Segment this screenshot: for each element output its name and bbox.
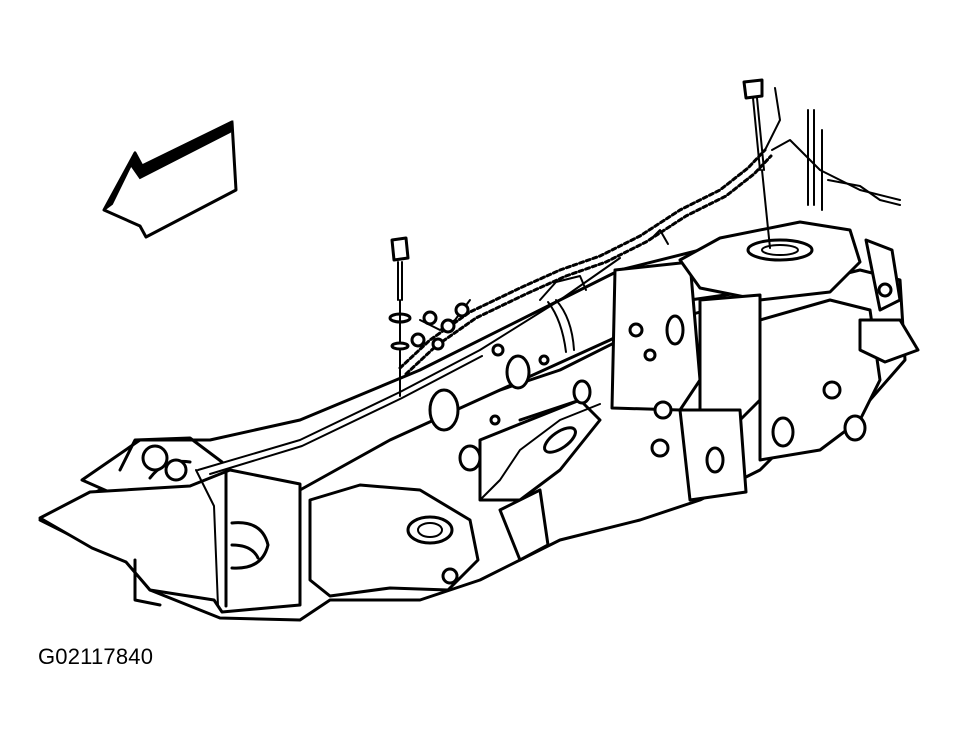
mounting-bolt-icon	[388, 236, 412, 397]
wiring-harness	[398, 87, 901, 376]
front-direction-arrow-icon	[102, 120, 238, 239]
frame-lines	[195, 257, 621, 607]
frame-assembly	[38, 220, 920, 622]
rear-posts	[807, 109, 901, 211]
mounting-bolt-icon	[742, 78, 771, 249]
figure-id-label: G02117840	[38, 644, 154, 669]
